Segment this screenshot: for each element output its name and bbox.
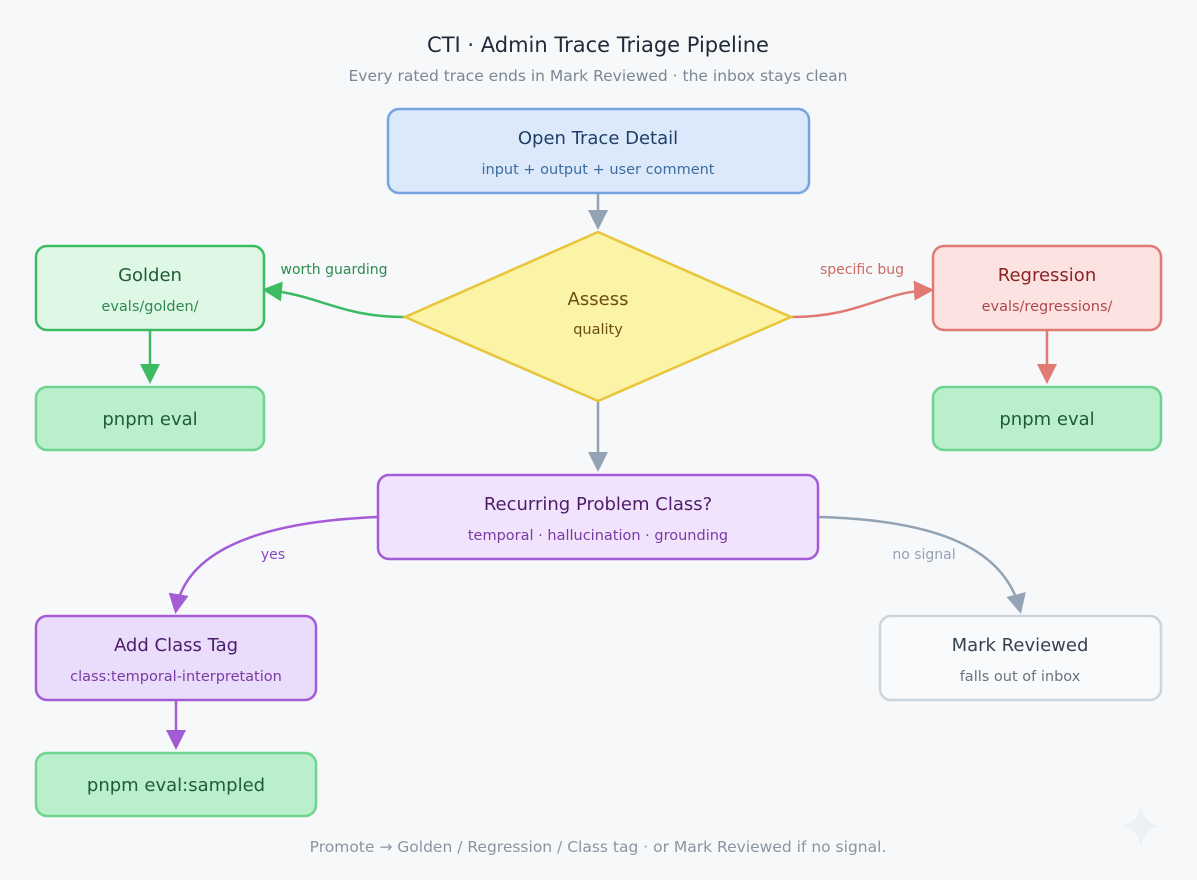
sparkle-icon [1122, 806, 1160, 846]
node-title: pnpm eval:sampled [87, 775, 265, 796]
node-subtitle: temporal · hallucination · grounding [468, 528, 728, 544]
node-title: Mark Reviewed [952, 635, 1089, 656]
node-title: Add Class Tag [114, 635, 238, 656]
node-title: Golden [118, 265, 182, 286]
node-assess-decision: Assess quality [401, 230, 795, 403]
node-recurring-problem-class: Recurring Problem Class? temporal · hall… [376, 473, 820, 561]
node-open-trace-detail: Open Trace Detail input + output + user … [386, 107, 811, 195]
diagram-subtitle: Every rated trace ends in Mark Reviewed … [349, 67, 848, 85]
edge-label-yes: yes [261, 547, 285, 563]
node-title: Open Trace Detail [518, 128, 678, 149]
node-mark-reviewed: Mark Reviewed falls out of inbox [878, 614, 1163, 702]
node-subtitle: evals/golden/ [101, 299, 198, 315]
diagram-footer: Promote → Golden / Regression / Class ta… [310, 838, 887, 856]
node-pnpm-eval-sampled: pnpm eval:sampled [34, 751, 318, 818]
diagram-title: CTI · Admin Trace Triage Pipeline [427, 33, 769, 57]
node-golden-pnpm-eval: pnpm eval [34, 385, 266, 452]
node-subtitle: quality [573, 322, 623, 338]
edge-recurring-to-class-tag [168, 515, 379, 614]
edge-recurring-to-mark-reviewed [817, 515, 1026, 614]
node-golden: Golden evals/golden/ [34, 244, 266, 332]
node-title: Recurring Problem Class? [484, 494, 712, 515]
node-title: Assess [568, 289, 629, 310]
node-title: pnpm eval [102, 409, 197, 430]
node-subtitle: class:temporal-interpretation [70, 669, 282, 685]
edge-label-worth-guarding: worth guarding [281, 262, 388, 278]
node-add-class-tag: Add Class Tag class:temporal-interpretat… [34, 614, 318, 702]
edge-label-no-signal: no signal [892, 547, 955, 563]
edge-assess-to-golden [262, 281, 406, 319]
node-regression: Regression evals/regressions/ [931, 244, 1163, 332]
node-title: Regression [998, 265, 1096, 286]
node-subtitle: evals/regressions/ [982, 299, 1113, 315]
node-subtitle: falls out of inbox [960, 669, 1081, 685]
node-regression-pnpm-eval: pnpm eval [931, 385, 1163, 452]
edge-assess-to-regression [790, 280, 934, 319]
node-title: pnpm eval [999, 409, 1094, 430]
node-subtitle: input + output + user comment [482, 162, 715, 178]
edge-label-specific-bug: specific bug [820, 262, 904, 278]
